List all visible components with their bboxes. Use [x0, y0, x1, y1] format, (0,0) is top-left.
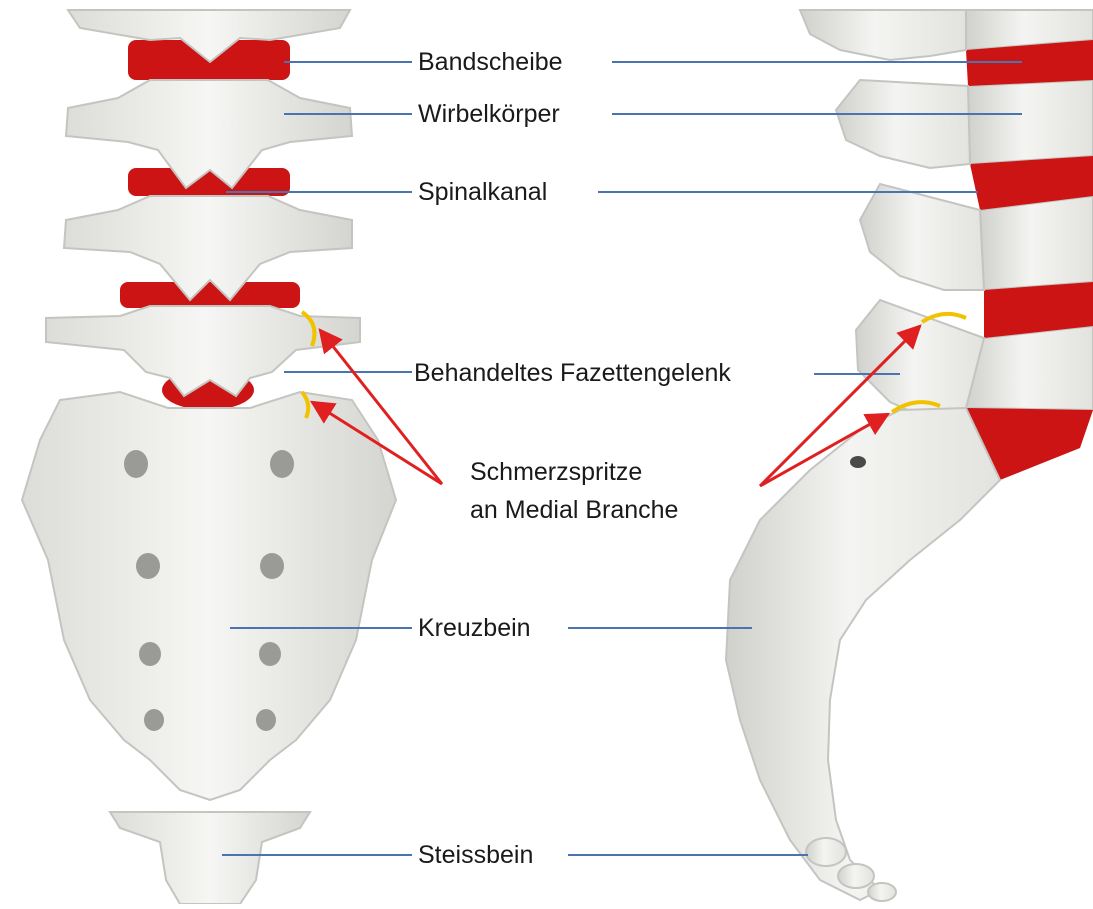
posterior-spine-view: [22, 10, 396, 904]
coccyx-posterior: [110, 812, 310, 904]
label-bandscheibe: Bandscheibe: [412, 47, 569, 77]
label-injection-line1: Schmerzspritze: [470, 455, 642, 489]
label-spinalkanal: Spinalkanal: [412, 177, 553, 207]
label-injection-line2: an Medial Branche: [470, 493, 678, 527]
label-facet-joint: Behandeltes Fazettengelenk: [412, 358, 733, 388]
foramen-lateral: [850, 456, 866, 468]
label-kreuzbein: Kreuzbein: [412, 613, 537, 643]
posterior-arches-lateral: [800, 10, 984, 420]
label-steissbein: Steissbein: [412, 840, 539, 870]
sacrum-posterior: [22, 392, 396, 800]
label-wirbelkoerper: Wirbelkörper: [412, 99, 566, 129]
lateral-spine-view: [726, 10, 1093, 901]
